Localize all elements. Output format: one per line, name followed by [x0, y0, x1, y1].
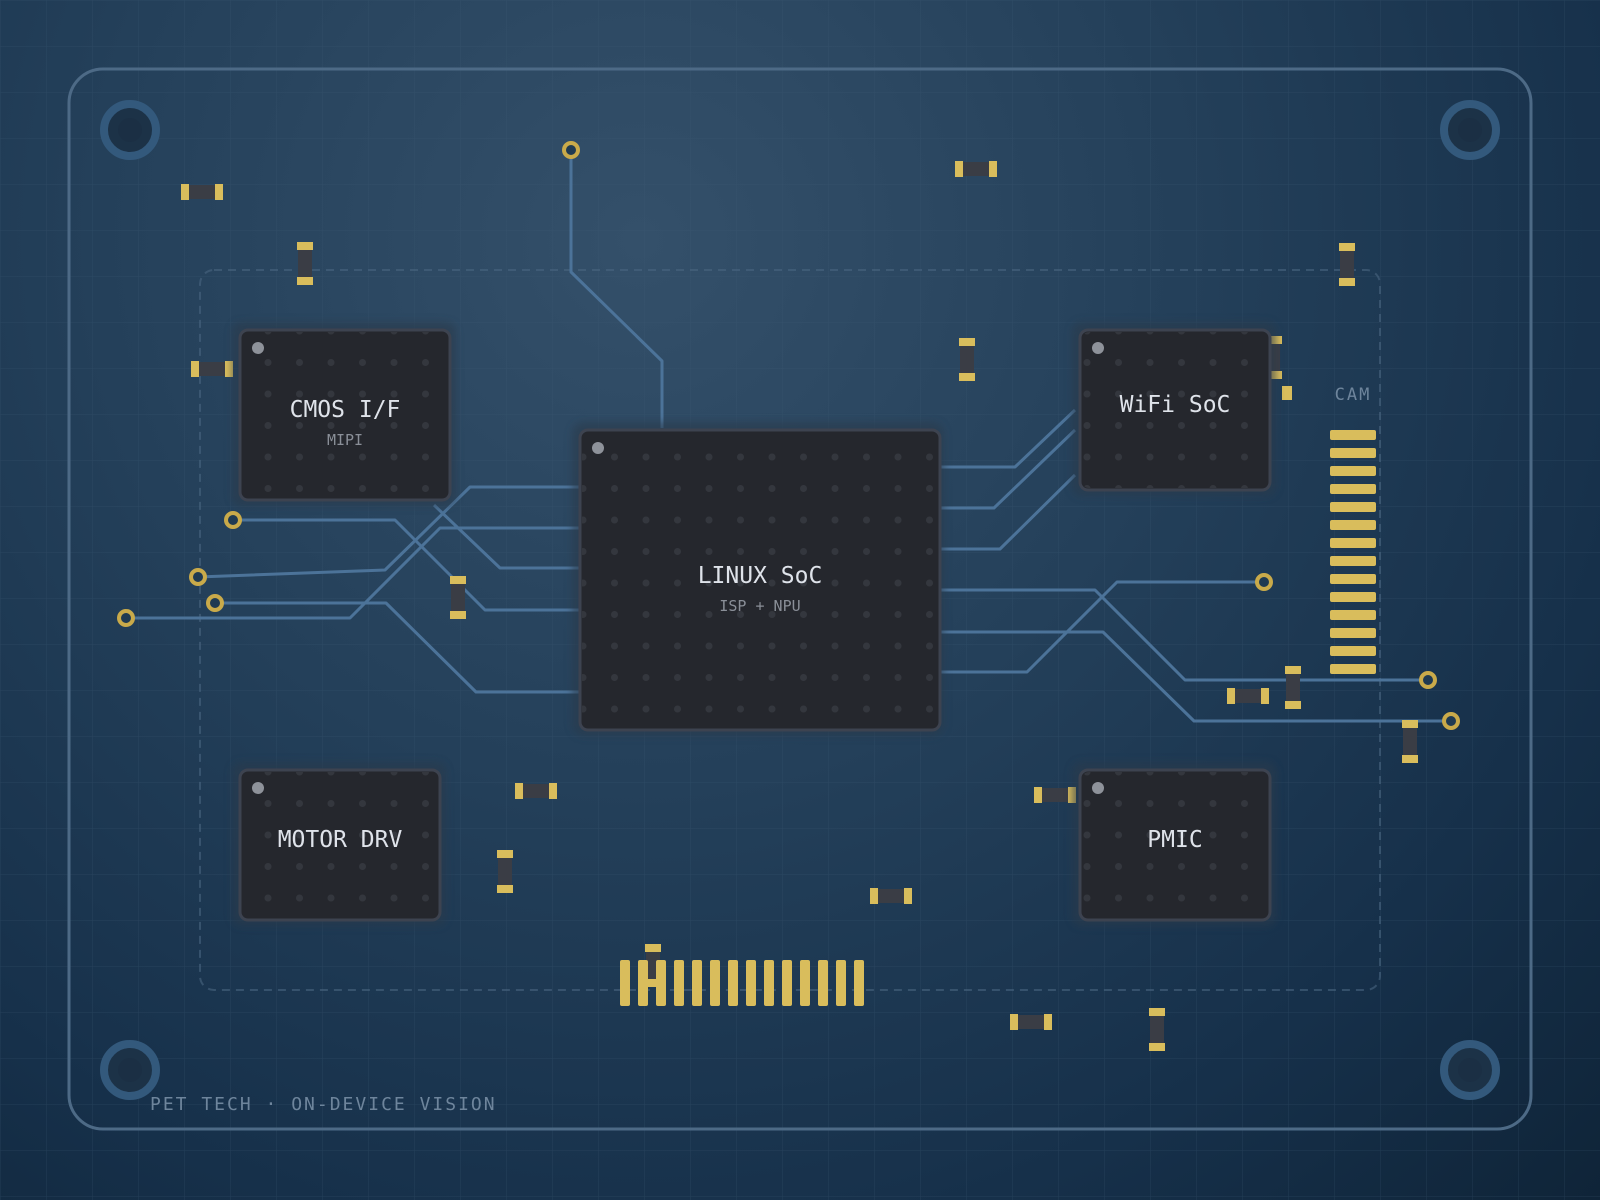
resistor-v	[1402, 720, 1418, 763]
resistor-v	[1149, 1008, 1165, 1051]
resistor-h	[955, 161, 997, 177]
trace-right-1	[940, 408, 1077, 469]
via	[206, 594, 224, 612]
board-outline	[67, 67, 1533, 1131]
resistor-h	[181, 184, 223, 200]
wifi-name: WiFi SoC	[1120, 392, 1231, 418]
trace-right-3	[940, 473, 1077, 551]
connector-pad	[1330, 628, 1376, 638]
edge-pad	[710, 960, 720, 1006]
via	[189, 568, 207, 586]
connector-pad	[1330, 592, 1376, 602]
edge-pad	[836, 960, 846, 1006]
trace-left-2	[126, 526, 580, 620]
connector-pad	[1330, 646, 1376, 656]
pin1-marker	[252, 782, 264, 794]
resistor-v	[1285, 666, 1301, 709]
edge-pad	[818, 960, 828, 1006]
trace-left-5	[215, 601, 580, 694]
connector-pad	[1330, 448, 1376, 458]
via	[1419, 671, 1437, 689]
edge-pad	[674, 960, 684, 1006]
resistor-v	[450, 576, 466, 619]
connector-pad	[1330, 538, 1376, 548]
chip-cmos-if: CMOS I/F MIPI	[232, 322, 456, 506]
chip-motor-drv: MOTOR DRV	[232, 762, 446, 926]
resistor-h	[1034, 787, 1076, 803]
camera-connector: CAM	[1330, 385, 1376, 674]
cmos-subtitle: MIPI	[327, 431, 363, 449]
trace-right-6	[940, 580, 1264, 674]
resistor-h	[870, 888, 912, 904]
camera-connector-pads	[1330, 430, 1376, 674]
soc-subtitle: ISP + NPU	[719, 597, 800, 615]
pin1-marker	[1092, 342, 1104, 354]
resistor-v	[1282, 386, 1292, 400]
silkscreen-label: PET TECH · ON-DEVICE VISION	[150, 1094, 497, 1115]
keepout-zone	[199, 269, 1381, 991]
trace-left-1	[197, 485, 580, 579]
edge-pad	[692, 960, 702, 1006]
edge-pad	[728, 960, 738, 1006]
connector-pad	[1330, 610, 1376, 620]
chip-pmic: PMIC	[1072, 762, 1276, 926]
traces	[126, 150, 1451, 723]
trace-right-4	[940, 588, 1428, 682]
trace-left-4	[233, 518, 580, 612]
connector-label: CAM	[1335, 385, 1372, 405]
trace-right-2	[940, 428, 1077, 510]
pmic-name: PMIC	[1147, 827, 1202, 853]
trace-left-3	[432, 503, 580, 570]
resistor-v	[959, 338, 975, 381]
connector-pad	[1330, 430, 1376, 440]
via	[1442, 712, 1460, 730]
resistor-v	[297, 242, 313, 285]
connector-pad	[1330, 484, 1376, 494]
via	[117, 609, 135, 627]
mount-hole-bottom-right	[1440, 1040, 1500, 1100]
chip-wifi-soc: WiFi SoC	[1072, 322, 1276, 496]
resistor-h	[1010, 1014, 1052, 1030]
mount-hole-top-right	[1440, 100, 1500, 160]
trace-top	[569, 150, 664, 428]
edge-pad	[638, 960, 648, 1006]
connector-pad	[1330, 664, 1376, 674]
connector-pad	[1330, 502, 1376, 512]
pin1-marker	[252, 342, 264, 354]
edge-pad	[746, 960, 756, 1006]
via	[562, 141, 580, 159]
resistor-v	[1339, 243, 1355, 286]
vias	[117, 141, 1460, 730]
connector-pad	[1330, 466, 1376, 476]
resistor-h	[515, 783, 557, 799]
chip-linux-soc: LINUX SoC ISP + NPU	[572, 422, 944, 736]
mount-hole-top-left	[100, 100, 160, 160]
edge-pad	[656, 960, 666, 1006]
edge-pad	[782, 960, 792, 1006]
mounting-holes	[100, 100, 1500, 1100]
edge-pad	[620, 960, 630, 1006]
resistor-h	[191, 361, 233, 377]
edge-pad	[854, 960, 864, 1006]
mount-hole-bottom-left	[100, 1040, 160, 1100]
edge-pad	[764, 960, 774, 1006]
resistor-h	[1227, 688, 1269, 704]
soc-name: LINUX SoC	[698, 563, 823, 589]
connector-pad	[1330, 520, 1376, 530]
cmos-name: CMOS I/F	[290, 397, 401, 423]
motor-name: MOTOR DRV	[278, 827, 403, 853]
connector-pad	[1330, 574, 1376, 584]
pin1-marker	[592, 442, 604, 454]
pin1-marker	[1092, 782, 1104, 794]
via	[1255, 573, 1273, 591]
via	[224, 511, 242, 529]
edge-pad	[800, 960, 810, 1006]
edge-connector-pads	[620, 960, 864, 1006]
resistor-v	[497, 850, 513, 893]
connector-pad	[1330, 556, 1376, 566]
trace-right-5	[940, 630, 1451, 723]
